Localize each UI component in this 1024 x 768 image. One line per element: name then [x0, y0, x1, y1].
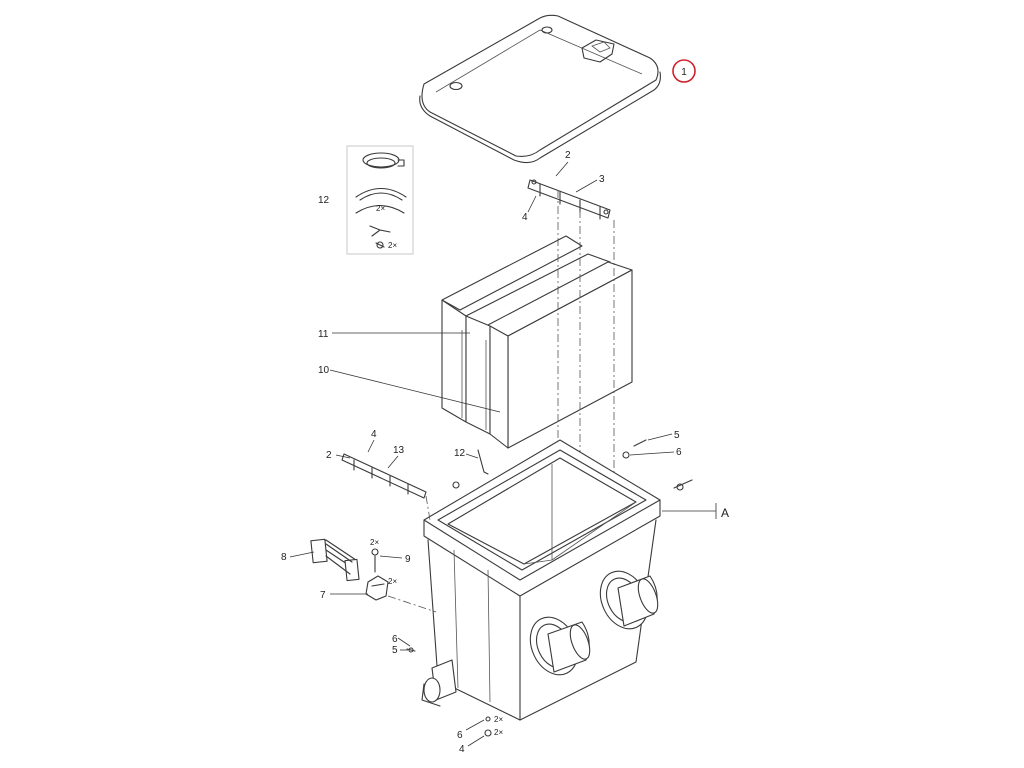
- bolt-part[interactable]: [371, 548, 379, 573]
- callout-7: 7: [320, 590, 326, 601]
- callout-10: 10: [318, 365, 330, 376]
- callout-2-rail: 2: [326, 450, 332, 461]
- kit-qty-2: 2×: [388, 241, 397, 250]
- clamp-part[interactable]: [365, 575, 389, 601]
- highlight-circle: [672, 59, 696, 83]
- callout-1-highlight[interactable]: 1: [672, 59, 696, 83]
- housing-body[interactable]: [421, 439, 662, 721]
- bottom-fastener-set[interactable]: [484, 716, 492, 737]
- callout-12-clip: 12: [454, 448, 466, 459]
- callout-4-rail: 4: [371, 429, 377, 440]
- callout-6-outlet: 6: [392, 634, 398, 645]
- kit-qty-1: 2×: [376, 204, 385, 213]
- callout-8: 8: [281, 552, 287, 563]
- callout-6-bottom: 6: [457, 730, 463, 741]
- callout-A: A: [721, 506, 729, 520]
- pipe-part[interactable]: [310, 538, 360, 582]
- callout-5-outlet: 5: [392, 645, 398, 656]
- callout-11: 11: [318, 329, 329, 340]
- callout-13: 13: [393, 445, 405, 456]
- callout-3: 3: [599, 174, 605, 185]
- bottom-nut-qty: 2×: [494, 728, 503, 737]
- callout-9: 9: [405, 554, 411, 565]
- callout-12-kit: 12: [318, 195, 330, 206]
- side-screw-set[interactable]: [622, 439, 693, 491]
- kit-box[interactable]: 2× 2×: [346, 145, 414, 255]
- clamp-qty: 2×: [388, 577, 397, 586]
- lower-rail[interactable]: [341, 453, 427, 499]
- bolt-qty: 2×: [370, 538, 379, 547]
- callout-6-side: 6: [676, 447, 682, 458]
- bottom-washer-qty: 2×: [494, 715, 503, 724]
- clip-part[interactable]: [452, 449, 489, 489]
- callout-4-top: 4: [522, 212, 528, 223]
- outlet-screw-set[interactable]: [406, 647, 416, 653]
- callout-1-label: 1: [681, 67, 687, 78]
- lid-part[interactable]: [419, 14, 661, 164]
- callout-5-side: 5: [674, 430, 680, 441]
- callout-4-bottom: 4: [459, 744, 465, 755]
- callout-2-top: 2: [565, 150, 571, 161]
- foam-block-stack[interactable]: [441, 235, 633, 449]
- top-rail[interactable]: [527, 179, 611, 220]
